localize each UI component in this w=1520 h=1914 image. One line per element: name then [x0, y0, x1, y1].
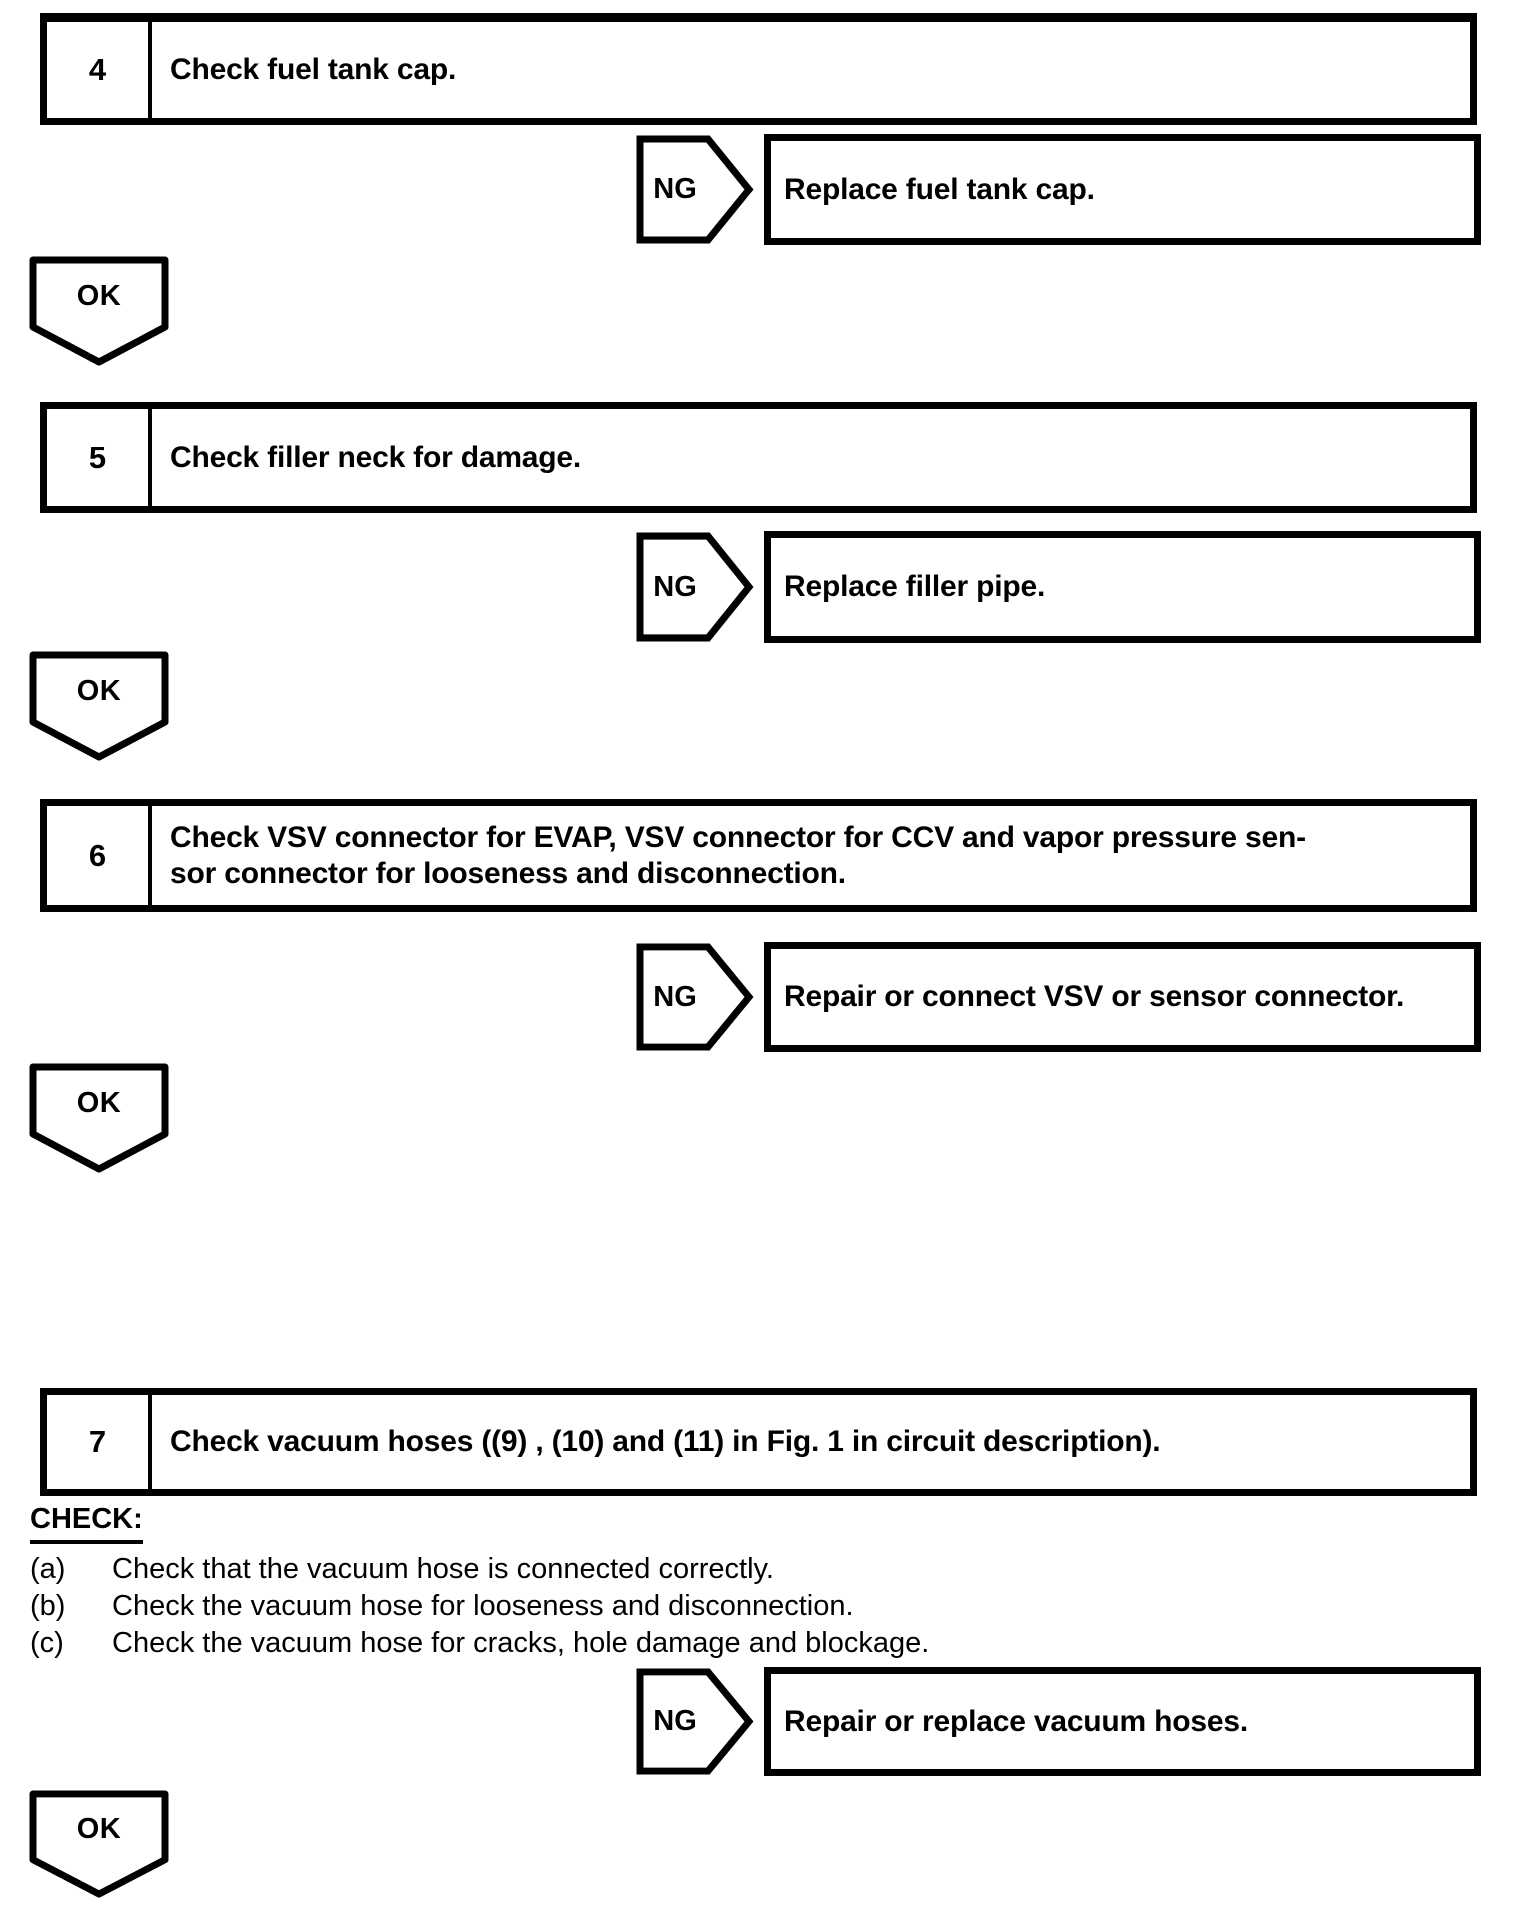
ng-action-text: Repair or replace vacuum hoses.: [784, 1704, 1249, 1738]
check-section-heading: CHECK:: [30, 1503, 143, 1544]
step-number: 6: [47, 806, 152, 905]
step-number: 5: [47, 409, 152, 506]
ng-action-text: Replace fuel tank cap.: [784, 172, 1095, 206]
ok-connector: OK: [29, 1790, 169, 1898]
ok-pointer-icon: [29, 651, 169, 761]
check-item-label: (b): [30, 1590, 66, 1622]
ng-pointer-icon: [636, 532, 754, 642]
ng-connector: NG: [636, 134, 754, 245]
ok-connector: OK: [29, 651, 169, 761]
check-item-text: Check the vacuum hose for cracks, hole d…: [112, 1627, 930, 1659]
ng-connector: NG: [636, 942, 754, 1052]
ng-action-box: Replace fuel tank cap.: [764, 134, 1481, 245]
step-box-6: 6 Check VSV connector for EVAP, VSV conn…: [40, 799, 1477, 912]
check-item-a: (a) Check that the vacuum hose is connect…: [30, 1553, 774, 1586]
ng-action-text: Repair or connect VSV or sensor connecto…: [784, 980, 1405, 1013]
step-title: Check filler neck for damage.: [170, 440, 582, 474]
ng-pointer-icon: [636, 135, 754, 244]
check-item-label: (a): [30, 1553, 66, 1585]
step-title: Check vacuum hoses ((9) , (10) and (11) …: [170, 1425, 1161, 1458]
ok-label: OK: [76, 1813, 122, 1846]
check-item-c: (c) Check the vacuum hose for cracks, hol…: [30, 1627, 929, 1660]
ok-label: OK: [76, 1087, 122, 1120]
ok-connector: OK: [29, 256, 169, 366]
ok-connector: OK: [29, 1063, 169, 1173]
ng-label: NG: [653, 980, 697, 1013]
check-item-text: Check that the vacuum hose is connected …: [112, 1553, 774, 1585]
step-box-4: 4 Check fuel tank cap.: [40, 13, 1477, 125]
ng-pointer-icon: [636, 943, 754, 1051]
ng-action-text: Replace filler pipe.: [784, 570, 1046, 603]
ok-pointer-icon: [29, 256, 169, 366]
step-box-5: 5 Check filler neck for damage.: [40, 402, 1477, 513]
ng-action-box: Repair or connect VSV or sensor connecto…: [764, 942, 1481, 1052]
step-title: Check fuel tank cap.: [170, 53, 457, 86]
step-title: Check VSV connector for EVAP, VSV connec…: [170, 820, 1306, 890]
check-item-text: Check the vacuum hose for looseness and …: [112, 1590, 854, 1622]
ng-action-box: Repair or replace vacuum hoses.: [764, 1667, 1481, 1776]
step-number: 4: [47, 22, 152, 118]
ng-action-box: Replace filler pipe.: [764, 531, 1481, 643]
step-box-7: 7 Check vacuum hoses ((9) , (10) and (11…: [40, 1388, 1477, 1496]
ng-connector: NG: [636, 531, 754, 643]
ng-label: NG: [653, 1705, 697, 1737]
ng-connector: NG: [636, 1667, 754, 1776]
ok-label: OK: [76, 675, 122, 708]
ng-pointer-icon: [636, 1668, 754, 1775]
check-heading: CHECK:: [30, 1503, 143, 1544]
step-number: 7: [47, 1395, 152, 1489]
ok-label: OK: [76, 280, 122, 313]
check-item-label: (c): [30, 1627, 64, 1659]
check-item-b: (b) Check the vacuum hose for looseness a…: [30, 1590, 854, 1623]
ok-pointer-icon: [29, 1063, 169, 1173]
ng-label: NG: [653, 570, 697, 603]
ng-label: NG: [653, 173, 697, 205]
ok-pointer-icon: [29, 1790, 169, 1898]
